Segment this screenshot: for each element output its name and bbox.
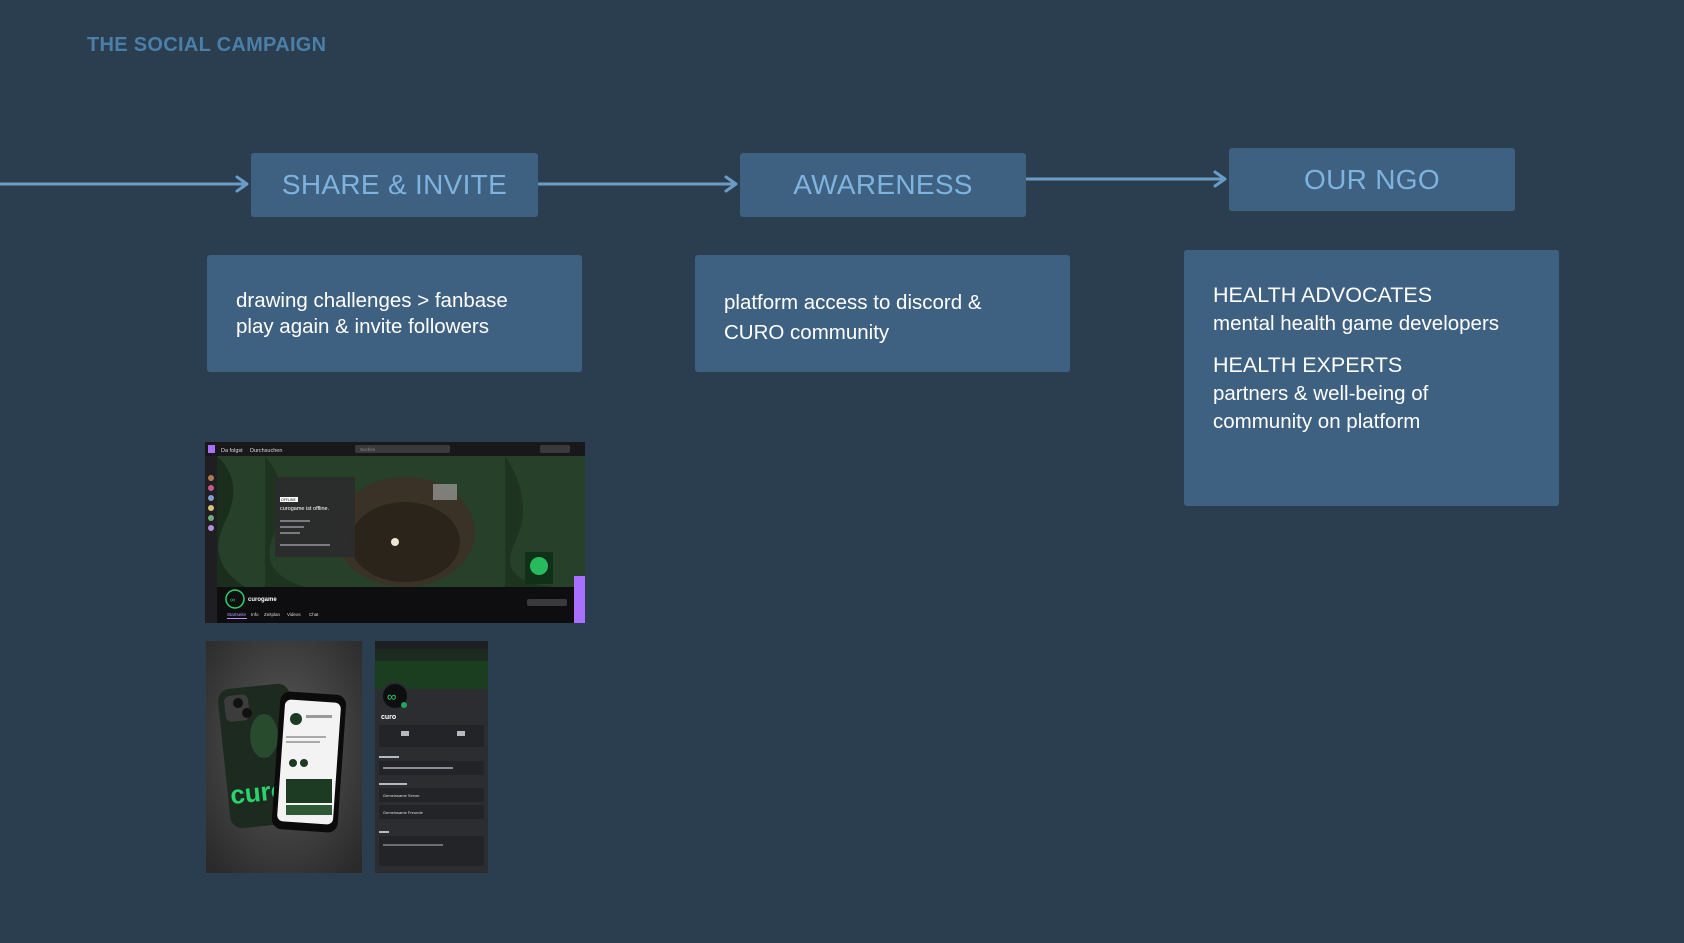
awareness-detail-line: CURO community: [724, 321, 890, 344]
step-awareness: AWARENESS: [740, 153, 1026, 217]
twitch-tab: Videos: [287, 612, 301, 617]
arrowhead-share: [235, 175, 249, 193]
phone-mockup-photo: curo: [206, 641, 362, 873]
arrowhead-awareness: [724, 175, 738, 193]
twitch-tab: Info: [251, 612, 259, 617]
twitch-tab: Startseite: [227, 612, 247, 617]
step-share-invite: SHARE & INVITE: [251, 153, 538, 217]
twitch-tab: Zeitplan: [264, 612, 281, 617]
step-our-ngo-label: OUR NGO: [1304, 163, 1440, 195]
twitch-channel-screenshot: Da folgst Durchsuchen Suchen OFFLINE cur…: [205, 442, 585, 623]
twitch-nav-item: Durchsuchen: [250, 448, 282, 454]
ngo-group-line: mental health game developers: [1213, 312, 1500, 335]
discord-server-name: curo: [381, 714, 396, 721]
step-our-ngo: OUR NGO: [1229, 148, 1515, 211]
ngo-group-line: partners & well-being of: [1213, 382, 1429, 405]
ngo-group-heading: HEALTH ADVOCATES: [1213, 283, 1433, 307]
svg-text:∞: ∞: [230, 597, 235, 604]
awareness-details-box: platform access to discord & CURO commun…: [695, 255, 1070, 372]
step-share-invite-label: SHARE & INVITE: [281, 169, 508, 200]
ngo-group-line: community on platform: [1213, 410, 1421, 433]
discord-avatar: [381, 682, 409, 710]
slide-title: THE SOCIAL CAMPAIGN: [87, 34, 327, 56]
share-details-box: drawing challenges > fanbase play again …: [207, 255, 582, 372]
twitch-offline-card: [275, 477, 355, 557]
ngo-group-heading: HEALTH EXPERTS: [1213, 353, 1403, 377]
twitch-sidebar: [205, 456, 217, 623]
twitch-logo-icon: [208, 445, 215, 453]
discord-profile-screenshot: ∞ curo Gemeinsame Server Gemeinsame Freu…: [375, 641, 488, 873]
discord-section-item: Gemeinsame Freunde: [383, 810, 424, 815]
share-detail-line: drawing challenges > fanbase: [236, 289, 508, 312]
svg-text:∞: ∞: [387, 689, 396, 704]
twitch-search-input: [355, 445, 450, 453]
awareness-detail-line: platform access to discord &: [724, 291, 982, 314]
step-awareness-label: AWARENESS: [793, 169, 973, 200]
twitch-offline-badge: OFFLINE: [281, 498, 296, 502]
share-detail-line: play again & invite followers: [236, 315, 489, 338]
twitch-channel-name: curogame: [248, 597, 277, 603]
discord-section-item: Gemeinsame Server: [383, 793, 420, 798]
twitch-nav-item: Da folgst: [221, 448, 243, 454]
twitch-tab: Chat: [309, 612, 319, 617]
ngo-details-box: HEALTH ADVOCATES mental health game deve…: [1184, 250, 1559, 506]
curo-avatar: [225, 589, 245, 609]
twitch-purple-accent: [574, 576, 585, 623]
arrowhead-ngo: [1213, 170, 1227, 188]
twitch-search-placeholder: Suchen: [360, 447, 376, 452]
twitch-offline-text: curogame ist offline.: [280, 506, 330, 512]
